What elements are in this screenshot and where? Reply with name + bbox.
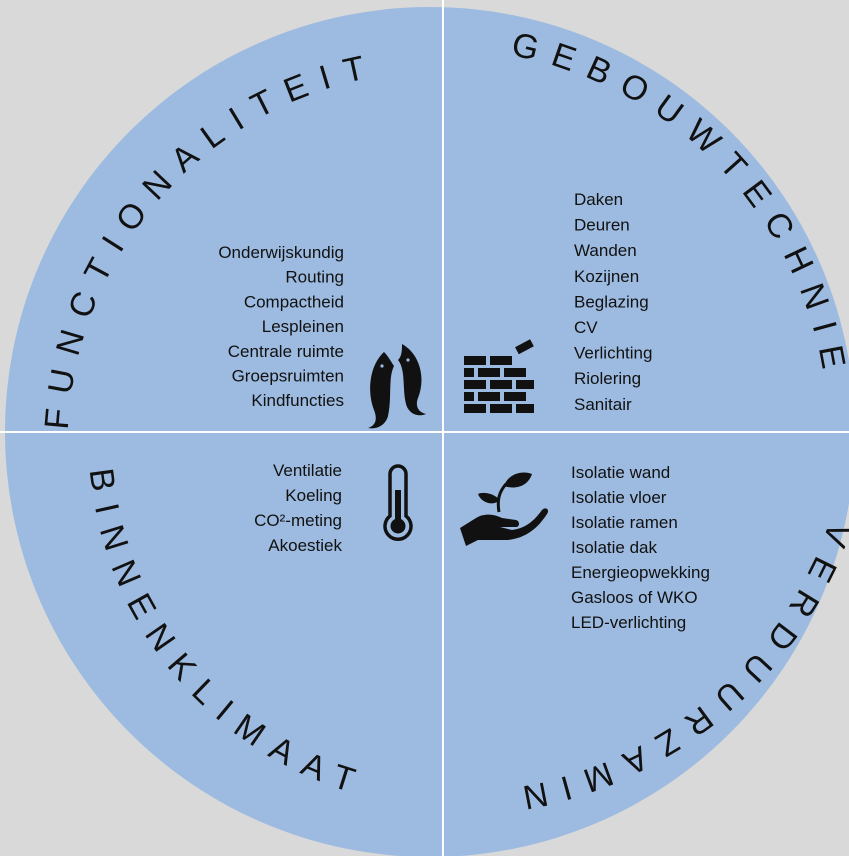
list-item-gebouwtechniek: Deuren — [574, 216, 630, 235]
list-item-gebouwtechniek: Daken — [574, 190, 623, 209]
fish-cycle-icon — [368, 344, 426, 429]
list-item-functionaliteit: Kindfuncties — [251, 391, 344, 410]
brick-wall-icon — [464, 339, 534, 413]
list-item-gebouwtechniek: Riolering — [574, 369, 641, 388]
thermometer-icon — [383, 464, 413, 541]
list-item-binnenklimaat: Akoestiek — [268, 536, 342, 555]
list-item-functionaliteit: Groepsruimten — [232, 367, 344, 386]
list-item-gebouwtechniek: Wanden — [574, 241, 637, 260]
list-item-verduurzaming: Isolatie ramen — [571, 513, 678, 532]
list-item-verduurzaming: LED-verlichting — [571, 613, 686, 632]
hand-plant-icon — [460, 472, 549, 546]
list-item-verduurzaming: Gasloos of WKO — [571, 588, 698, 607]
list-item-binnenklimaat: CO²-meting — [254, 511, 342, 530]
list-item-functionaliteit: Lespleinen — [262, 317, 344, 336]
list-functionaliteit: OnderwijskundigRoutingCompactheidLesplei… — [218, 243, 344, 410]
list-item-verduurzaming: Isolatie dak — [571, 538, 657, 557]
list-item-verduurzaming: Energieopwekking — [571, 563, 710, 582]
list-item-verduurzaming: Isolatie wand — [571, 463, 670, 482]
list-item-gebouwtechniek: Verlichting — [574, 344, 652, 363]
list-item-gebouwtechniek: Kozijnen — [574, 267, 639, 286]
list-item-verduurzaming: Isolatie vloer — [571, 488, 667, 507]
list-item-gebouwtechniek: CV — [574, 318, 598, 337]
list-item-functionaliteit: Compactheid — [244, 292, 344, 311]
list-item-binnenklimaat: Koeling — [285, 486, 342, 505]
list-item-gebouwtechniek: Sanitair — [574, 395, 632, 414]
list-item-functionaliteit: Centrale ruimte — [228, 342, 344, 361]
list-item-gebouwtechniek: Beglazing — [574, 292, 649, 311]
list-item-binnenklimaat: Ventilatie — [273, 461, 342, 480]
list-item-functionaliteit: Onderwijskundig — [218, 243, 344, 262]
list-item-functionaliteit: Routing — [285, 268, 344, 287]
